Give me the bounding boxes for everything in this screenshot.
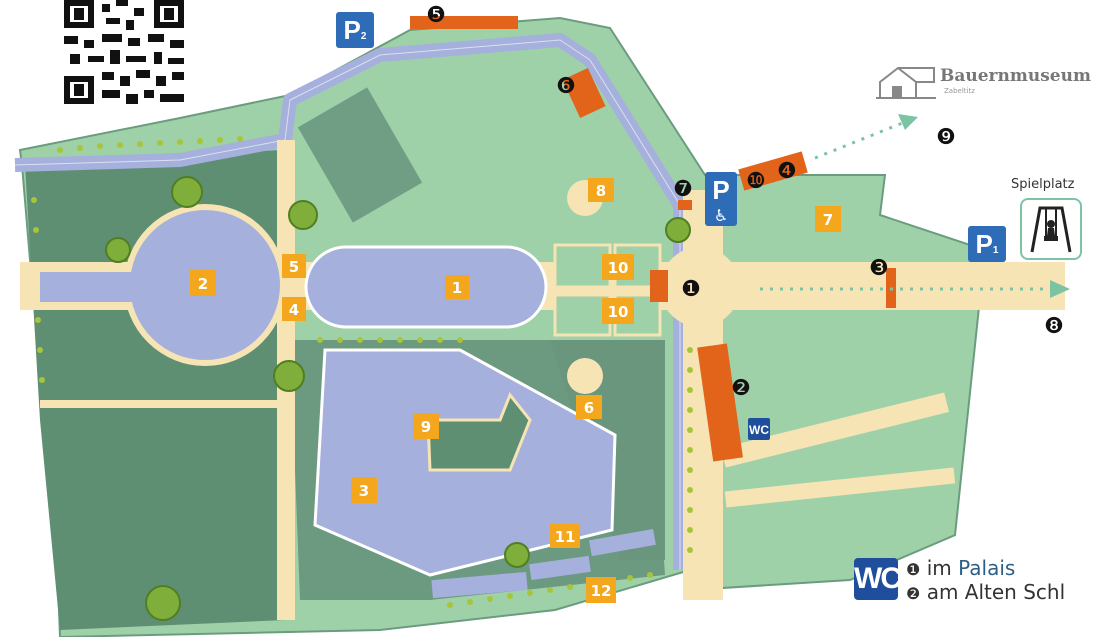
building-orangery <box>562 68 606 118</box>
marker-1: ❶ <box>681 277 701 302</box>
fountain-south <box>567 358 603 394</box>
parterre-1 <box>553 243 612 289</box>
tree-icon <box>504 542 530 568</box>
path-cross-east-2 <box>724 467 956 508</box>
parterre-3 <box>553 293 612 337</box>
tree-icon <box>105 237 131 263</box>
svg-text:10: 10 <box>608 303 629 321</box>
bauernmuseum-logo[interactable]: Bauernmuseum Zabeltitz <box>876 56 1097 104</box>
marker-9: ❾ <box>936 125 956 150</box>
svg-text:3: 3 <box>359 482 369 500</box>
route-arrow-museum <box>814 120 906 160</box>
pond-strip-1 <box>431 571 528 599</box>
svg-text:WC: WC <box>749 423 769 437</box>
parking-sign-p1: P1 <box>968 226 1006 262</box>
area-label-10b: 10 <box>602 298 634 324</box>
marker-6: ❻ <box>556 74 576 99</box>
pond-strip-2 <box>529 555 591 581</box>
wc-icon: WC <box>854 558 902 600</box>
area-label-2: 2 <box>190 270 216 296</box>
building-old-castle <box>697 343 743 462</box>
area-label-5: 5 <box>282 254 306 278</box>
building-small-gate <box>678 200 692 210</box>
pond-long <box>304 245 548 329</box>
area-labels: 1 2 3 4 5 6 7 8 9 10 10 11 12 <box>190 178 841 603</box>
area-label-10a: 10 <box>602 254 634 280</box>
svg-text:4: 4 <box>289 301 299 319</box>
pond-round-arm <box>40 272 140 302</box>
wc-legend: WC ❶ im Palais ❷ am Alten Schl <box>854 556 1097 606</box>
parking-disabled: P ♿ <box>705 172 737 226</box>
legend-text-2: am Alten Schl <box>926 580 1066 604</box>
qr-code[interactable] <box>62 0 186 106</box>
legend-text-1-prefix: im <box>926 556 959 580</box>
parking-sign-p2: P2 <box>336 12 374 48</box>
museum-name: Bauernmuseum <box>940 66 1091 86</box>
pond-strip-3 <box>589 529 656 557</box>
svg-text:7: 7 <box>823 211 833 229</box>
building-palace <box>650 270 668 302</box>
marker-10: ❿ <box>746 169 766 194</box>
marker-8: ❽ <box>1044 314 1064 339</box>
legend-row-1: ❶ im Palais <box>906 556 1015 580</box>
svg-text:12: 12 <box>591 582 612 600</box>
marker-3: ❸ <box>869 256 889 281</box>
svg-text:5: 5 <box>289 258 299 276</box>
marker-4: ❹ <box>777 159 797 184</box>
parking-letter: P <box>343 15 361 45</box>
wheelchair-icon: ♿ <box>714 206 728 225</box>
parking-number: 1 <box>992 245 999 256</box>
arrow-head-east <box>1050 280 1070 298</box>
area-label-7: 7 <box>815 206 841 232</box>
svg-text:10: 10 <box>608 259 629 277</box>
building-museum-house <box>738 151 808 191</box>
path-north-south-1 <box>40 400 280 408</box>
tree-icon <box>145 585 181 621</box>
meadow-square-north <box>297 87 423 223</box>
farmhouse-icon <box>876 66 936 99</box>
parking-number: 2 <box>360 31 367 42</box>
marker-7: ❼ <box>673 177 693 202</box>
playground-swing-icon <box>1020 198 1082 260</box>
museum-subtitle: Zabeltitz <box>944 87 975 95</box>
svg-text:9: 9 <box>421 418 431 436</box>
marker-2: ❷ <box>731 376 751 401</box>
area-label-8: 8 <box>588 178 614 202</box>
area-label-12: 12 <box>586 577 616 603</box>
legend-marker-1: ❶ <box>906 560 921 579</box>
legend-text-1-place: Palais <box>958 556 1016 580</box>
tree-icon <box>665 217 691 243</box>
path-cross-east <box>720 392 950 468</box>
tree-icon <box>171 176 203 208</box>
parking-letter: P <box>975 229 993 259</box>
building-markers: ❶ ❷ ❸ ❹ ❺ ❻ ❼ ❽ ❾ ❿ <box>426 3 1064 401</box>
svg-text:8: 8 <box>596 182 606 200</box>
area-label-4: 4 <box>282 297 306 321</box>
wc-marker: WC <box>748 418 770 440</box>
tree-icon <box>273 360 305 392</box>
svg-text:1: 1 <box>452 279 462 297</box>
svg-text:P: P <box>712 175 729 205</box>
tree-icon <box>288 200 318 230</box>
area-label-6: 6 <box>576 395 602 419</box>
island <box>426 392 532 472</box>
palace-plaza <box>660 247 740 327</box>
legend-marker-2: ❷ <box>906 584 921 603</box>
arrow-head-museum <box>898 114 918 130</box>
area-label-11: 11 <box>550 524 580 548</box>
area-label-1: 1 <box>445 275 469 299</box>
hedge-rows <box>31 136 693 608</box>
marker-5: ❺ <box>426 3 446 28</box>
svg-text:2: 2 <box>198 275 208 293</box>
area-label-3: 3 <box>351 477 377 503</box>
area-label-9: 9 <box>413 413 439 439</box>
playground-label: Spielplatz <box>1011 177 1075 192</box>
svg-text:11: 11 <box>555 528 576 546</box>
legend-row-2: ❷ am Alten Schl <box>906 580 1065 604</box>
building-north <box>410 16 518 29</box>
trees <box>105 176 691 621</box>
canal-north-edge <box>14 39 681 570</box>
svg-text:6: 6 <box>584 399 594 417</box>
